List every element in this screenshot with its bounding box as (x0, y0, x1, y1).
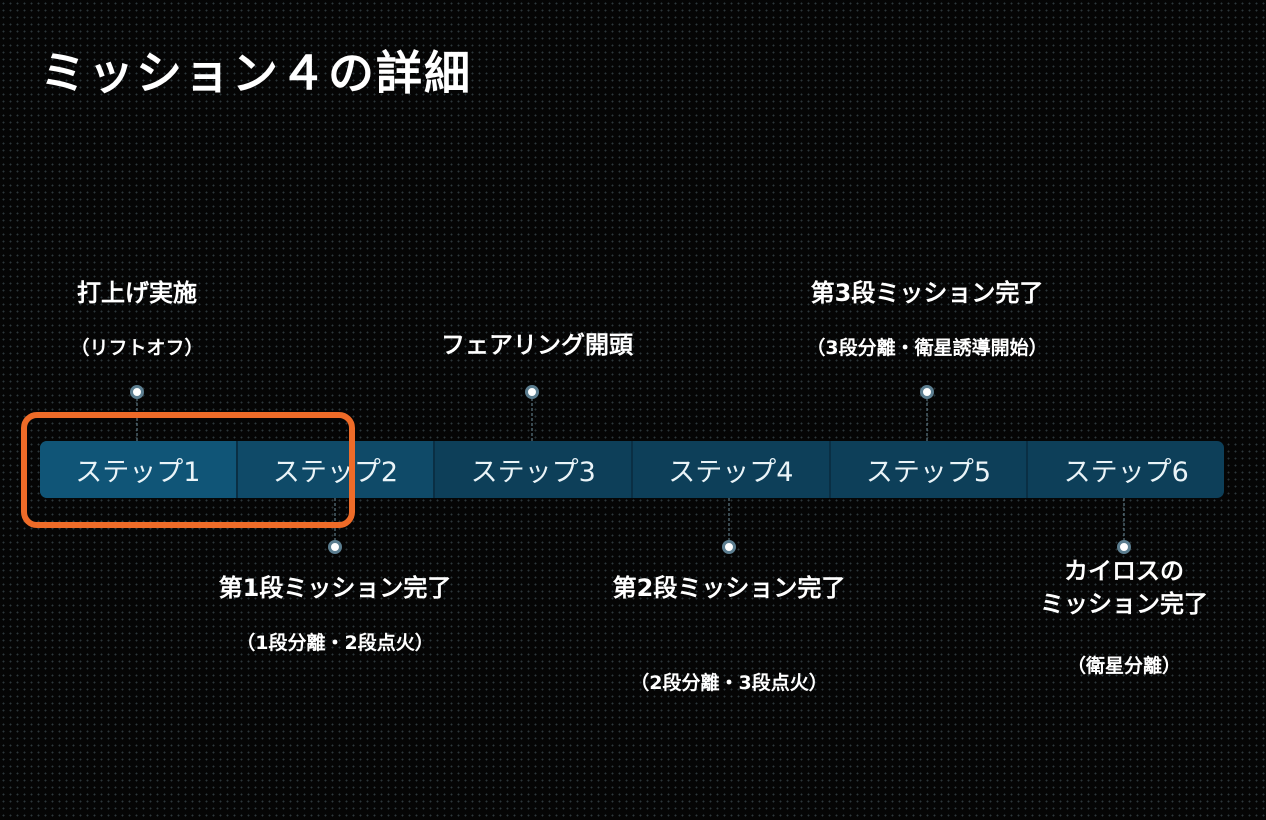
marker-dot-step-2 (328, 540, 342, 554)
page-title: ミッション４の詳細 (40, 46, 472, 100)
timeline-bar: ステップ1 ステップ2 ステップ3 ステップ4 ステップ5 ステップ6 (40, 441, 1224, 498)
connector-step-3 (531, 398, 533, 441)
highlight-box (21, 412, 355, 528)
annotation-step-6-label-line2: ミッション完了 (1040, 590, 1208, 618)
step-3: ステップ3 (435, 441, 634, 498)
annotation-step-6-detail: （衛星分離） (1066, 655, 1182, 677)
connector-step-5 (926, 398, 928, 441)
connector-step-1 (136, 398, 138, 441)
annotation-step-5-detail: （3段分離・衛星誘導開始） (806, 337, 1048, 359)
connector-step-6 (1123, 498, 1125, 541)
marker-dot-step-4 (722, 540, 736, 554)
annotation-step-5-label: 第3段ミッション完了 (810, 279, 1044, 307)
step-5: ステップ5 (831, 441, 1029, 498)
annotation-step-2-detail: （1段分離・2段点火） (236, 632, 434, 654)
marker-dot-step-6 (1117, 540, 1131, 554)
annotation-step-2-label: 第1段ミッション完了 (218, 574, 452, 602)
marker-dot-step-3 (525, 385, 539, 399)
step-6: ステップ6 (1063, 457, 1189, 488)
marker-dot-step-1 (130, 385, 144, 399)
connector-step-2 (334, 498, 336, 541)
annotation-step-4-detail: （2段分離・3段点火） (630, 672, 828, 694)
marker-dot-step-5 (920, 385, 934, 399)
annotation-step-3-label: フェアリング開頭 (441, 331, 633, 359)
annotation-step-6-label-line1: カイロスの (1064, 557, 1184, 585)
step-4: ステップ4 (633, 441, 831, 498)
connector-step-4 (728, 498, 730, 541)
annotation-step-4-label: 第2段ミッション完了 (612, 574, 846, 602)
step-1: ステップ1 (40, 441, 238, 498)
annotation-step-1-label: 打上げ実施 (77, 279, 197, 307)
annotation-step-1-detail: （リフトオフ） (70, 337, 204, 359)
step-2: ステップ2 (237, 441, 436, 498)
